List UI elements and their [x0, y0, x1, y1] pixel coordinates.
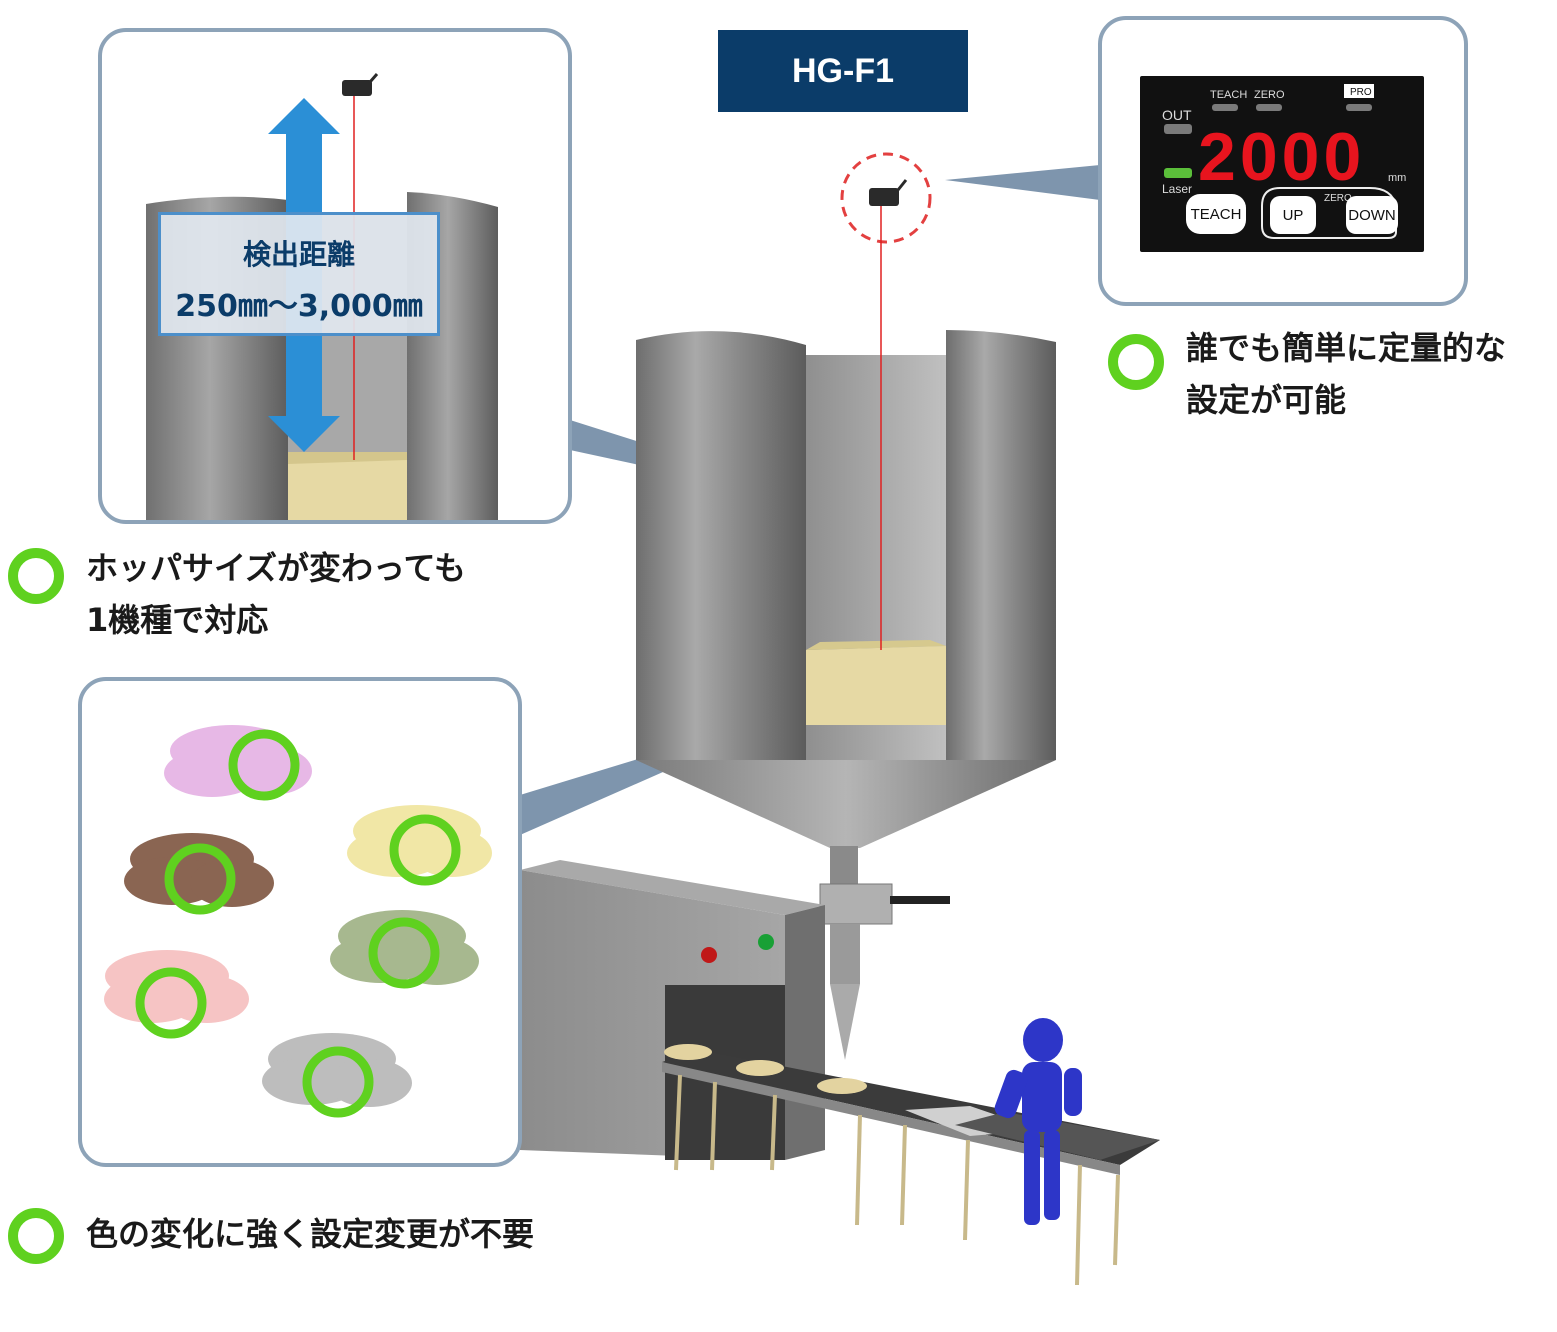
check-ring-icon — [8, 1208, 64, 1264]
teach-button[interactable]: TEACH — [1186, 194, 1246, 234]
teach-button-label: TEACH — [1190, 205, 1242, 223]
distance-label: 検出距離 250㎜〜3,000㎜ — [158, 212, 440, 336]
sensor-display: OUT TEACH ZERO PRO 2000 mm Laser ZERO — [1140, 76, 1424, 252]
hopper-material — [806, 646, 946, 725]
out-label: OUT — [1162, 107, 1192, 123]
worker-figure — [994, 1018, 1082, 1225]
teach-label: TEACH — [1210, 89, 1247, 101]
distance-heading: 検出距離 — [242, 238, 355, 271]
feature-hopper-size: ホッパサイズが変わっても 1機種で対応 — [8, 542, 466, 646]
feature-color-robust: 色の変化に強く設定変更が不要 — [8, 1208, 534, 1264]
check-ring-icon — [8, 548, 64, 604]
zero-label: ZERO — [1254, 89, 1285, 101]
callout-wedge-display — [945, 165, 1100, 200]
feature-hopper-line2: 1機種で対応 — [86, 601, 269, 639]
sensor-head — [869, 188, 899, 206]
feature-setting-line2: 設定が可能 — [1186, 381, 1347, 419]
down-button-label: DOWN — [1348, 206, 1396, 224]
feature-easy-setting: 誰でも簡単に定量的な 設定が可能 — [1108, 322, 1506, 426]
unit-label: mm — [1388, 172, 1406, 184]
sensor-highlight-circle — [840, 152, 932, 244]
conveyor — [662, 1044, 1160, 1286]
feature-hopper-line1: ホッパサイズが変わっても — [86, 549, 466, 587]
display-panel: OUT TEACH ZERO PRO 2000 mm Laser ZERO TE… — [1098, 16, 1468, 306]
color-variation-panel — [78, 677, 522, 1167]
sample-salmon — [104, 950, 249, 1023]
laser-indicator — [1164, 168, 1192, 178]
up-button[interactable]: UP — [1270, 196, 1316, 234]
closeup-sensor — [342, 80, 372, 96]
zero-small-label: ZERO — [1324, 193, 1352, 204]
pro-label: PRO — [1350, 87, 1372, 98]
sample-gray — [262, 1033, 412, 1107]
distance-range: 250㎜〜3,000㎜ — [175, 289, 423, 324]
product-title: HG-F1 — [718, 30, 968, 112]
color-samples — [104, 725, 492, 1118]
packaging-machine — [520, 860, 825, 1160]
segment-value: 2000 — [1198, 119, 1365, 195]
up-button-label: UP — [1282, 206, 1304, 224]
out-indicator — [1164, 124, 1192, 134]
hopper — [636, 330, 1056, 1060]
closeup-material — [288, 452, 407, 520]
laser-label: Laser — [1162, 182, 1192, 196]
down-button[interactable]: DOWN — [1346, 196, 1398, 234]
feature-color-text: 色の変化に強く設定変更が不要 — [86, 1215, 535, 1253]
check-ring-icon — [1108, 334, 1164, 390]
feature-setting-line1: 誰でも簡単に定量的な — [1186, 329, 1507, 367]
